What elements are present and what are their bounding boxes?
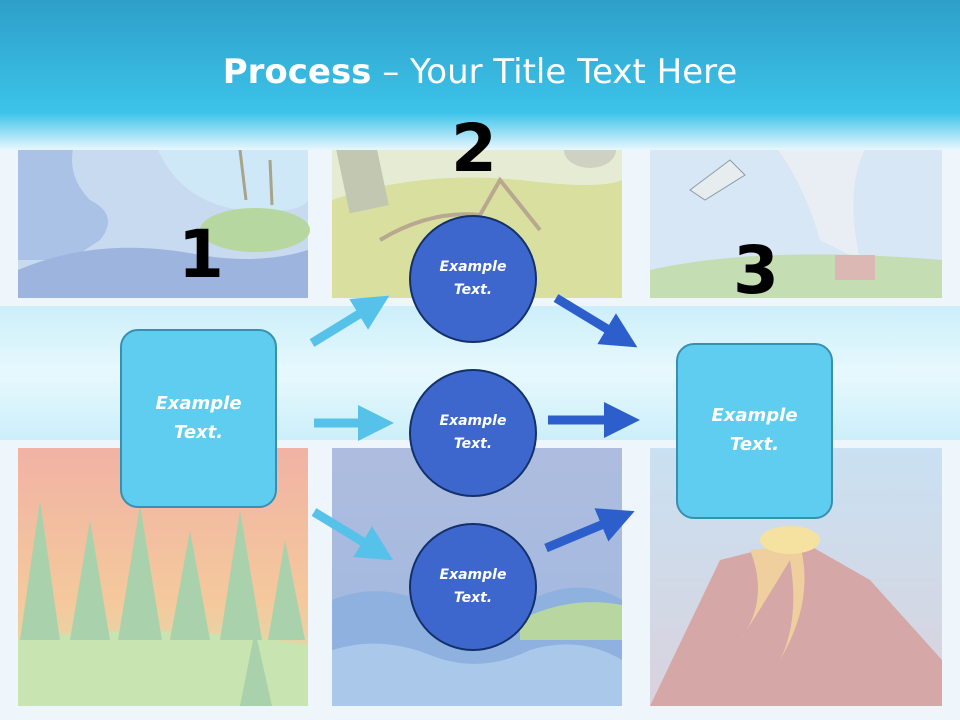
step-2-circle-bottom: Example Text.	[409, 523, 537, 651]
step-2-circle-middle: Example Text.	[409, 369, 537, 497]
circle-bottom-text: Example Text.	[439, 566, 507, 606]
title-rest: – Your Title Text Here	[371, 52, 738, 92]
arrow-top-to-3	[553, 294, 638, 348]
step-1-text: Example Text.	[155, 392, 242, 443]
step-number-1: 1	[178, 216, 224, 293]
arrow-1-to-top	[309, 295, 390, 347]
flood-scene	[18, 128, 310, 298]
tornado-scene	[650, 128, 942, 298]
arrow-1-to-bottom	[311, 508, 394, 561]
step-3-text: Example Text.	[711, 405, 798, 455]
step-1-box: Example Text.	[120, 329, 277, 508]
step-number-2: 2	[451, 110, 497, 187]
step-number-3: 3	[733, 232, 779, 309]
arrow-bottom-to-3	[544, 508, 635, 553]
step-2-circle-top: Example Text.	[409, 215, 537, 343]
title-bold: Process	[222, 52, 372, 92]
slide-title: Process – Your Title Text Here	[0, 52, 960, 92]
circle-top-text: Example Text.	[439, 258, 507, 298]
circle-middle-text: Example Text.	[439, 412, 507, 452]
step-3-box: Example Text.	[676, 343, 833, 519]
header-band	[0, 0, 960, 150]
